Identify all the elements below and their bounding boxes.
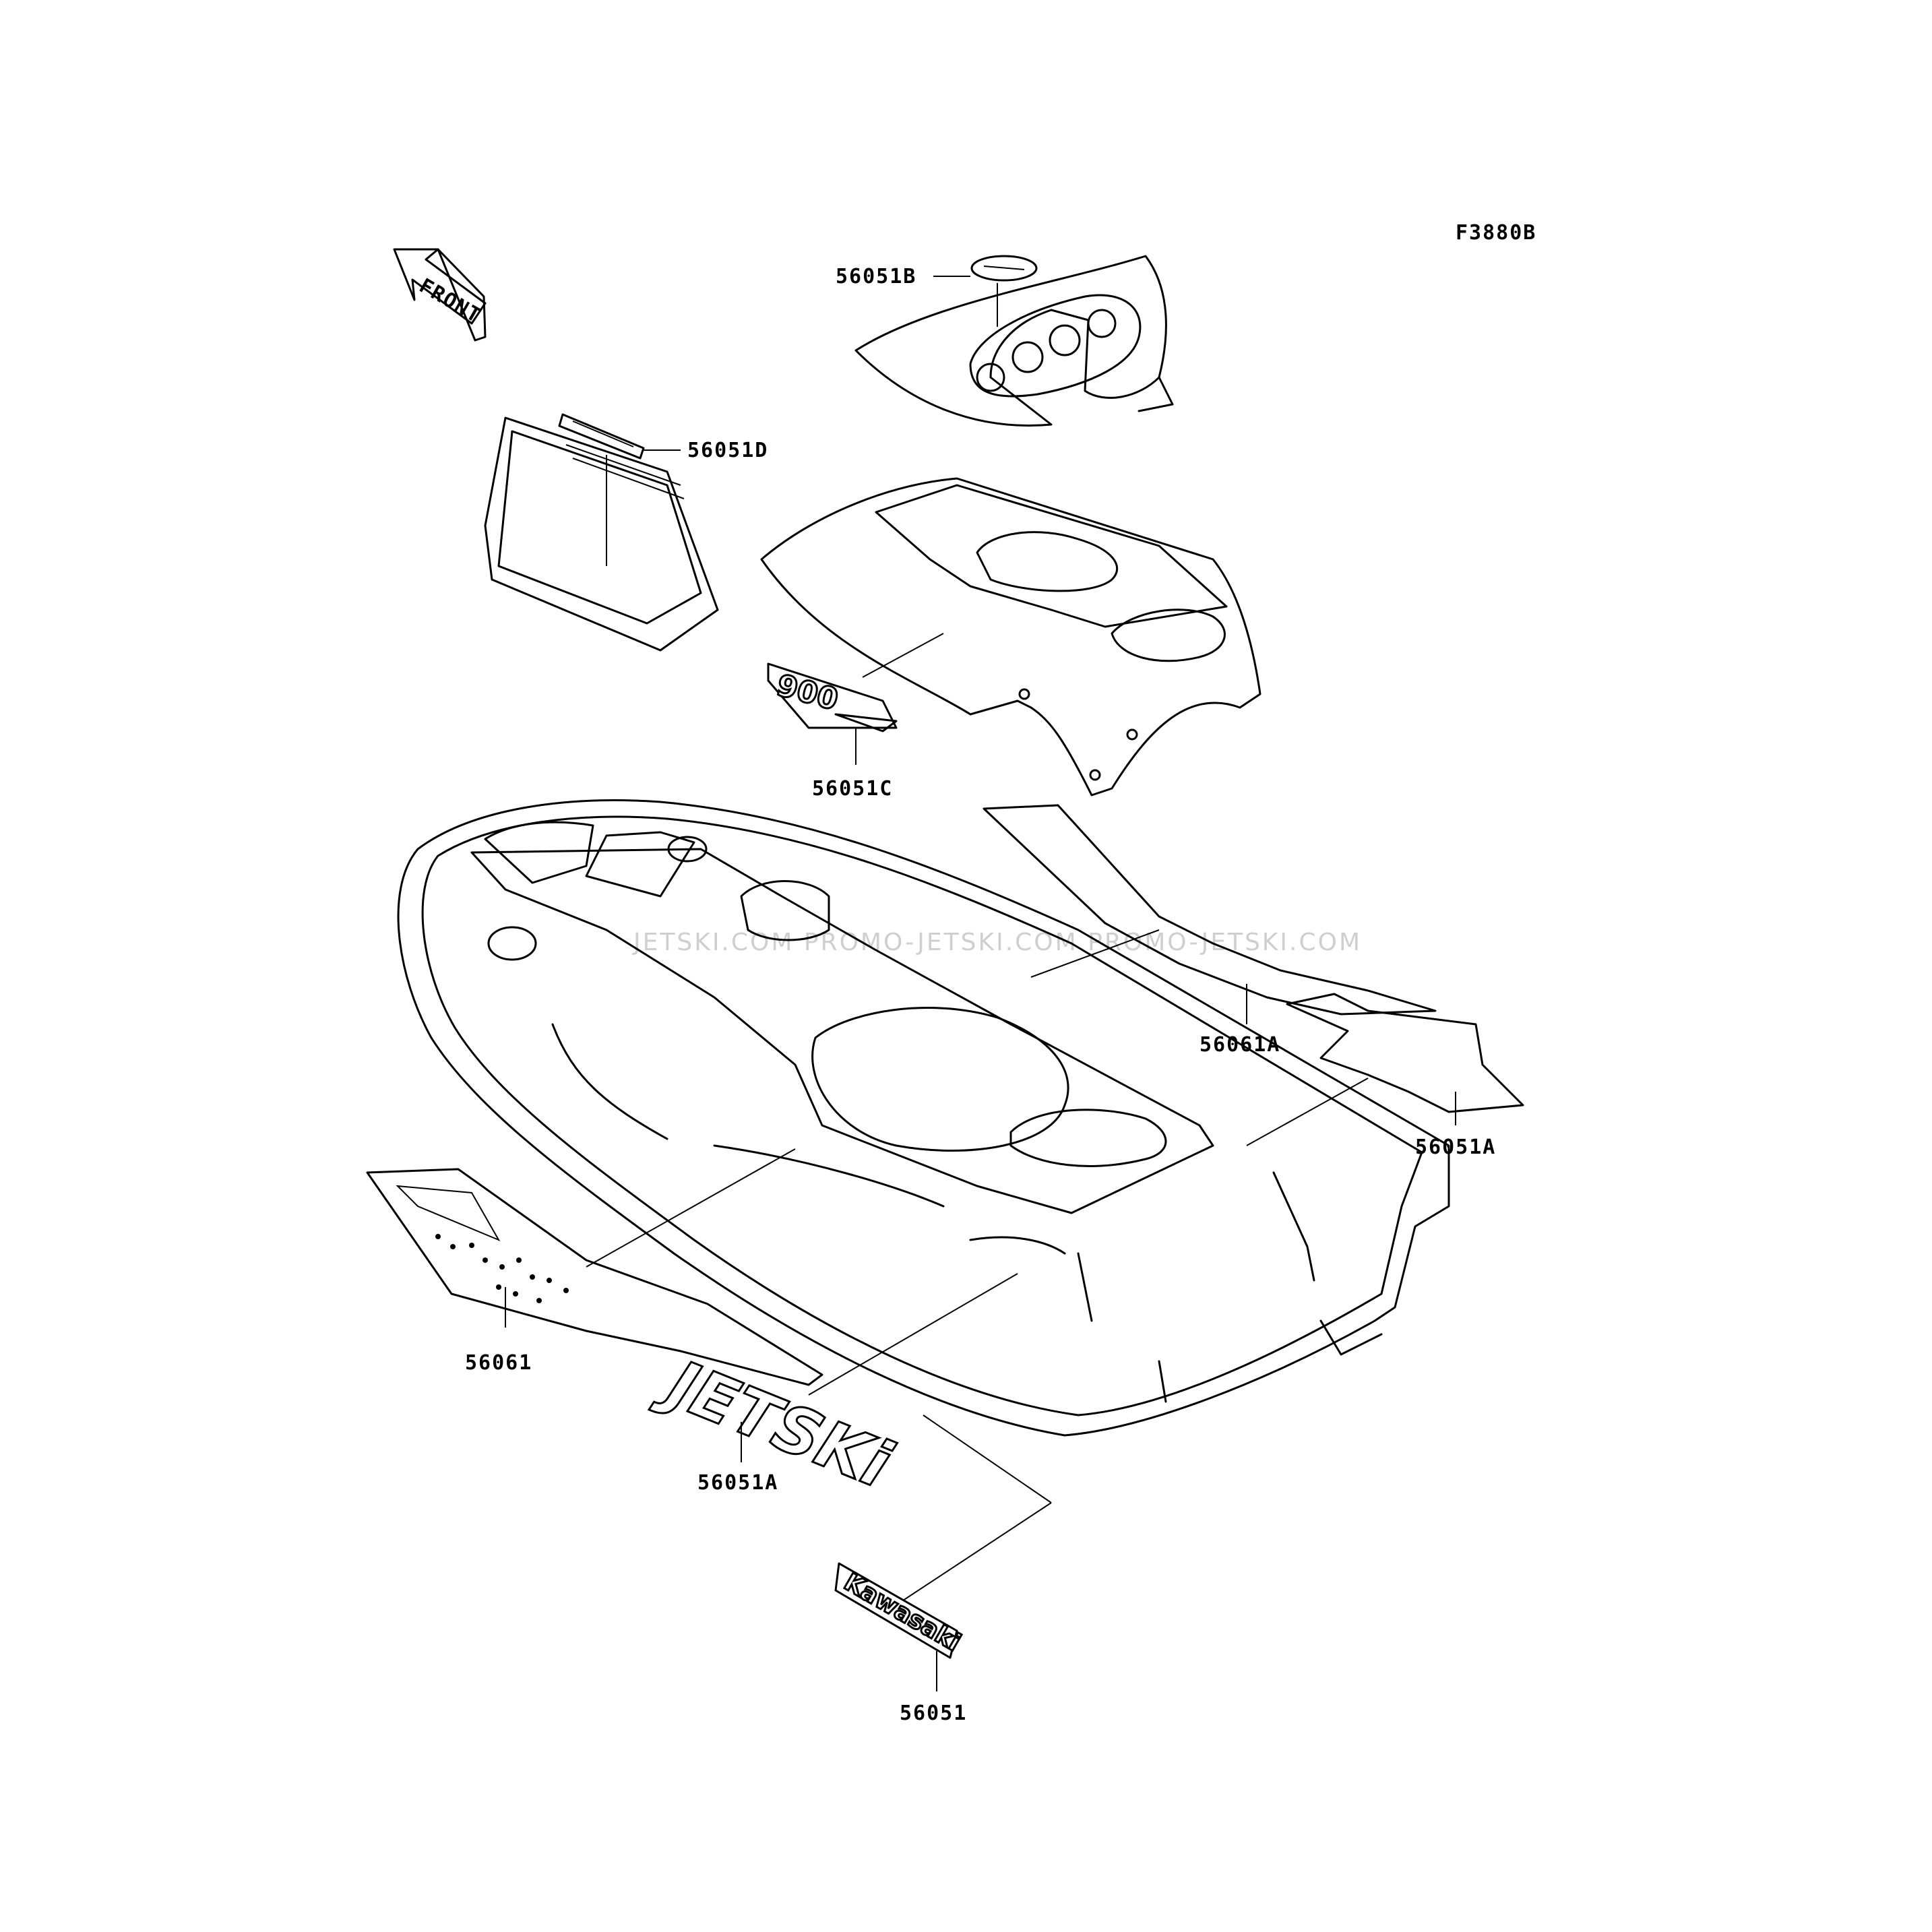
hull-deck [397, 799, 1450, 1437]
label-56051D: 56051D [687, 439, 768, 462]
front-label: FRONT [415, 274, 485, 328]
decal-56051D [558, 413, 645, 460]
label-56051B: 56051B [836, 265, 916, 288]
figure-code: F3880B [1456, 221, 1536, 245]
leader-56051-a [902, 1502, 1052, 1601]
decal-56061A [983, 804, 1437, 1016]
label-56051A-right: 56051A [1415, 1135, 1496, 1159]
decal-56061 [366, 1168, 823, 1386]
dashboard-cover [854, 255, 1174, 427]
decal-900-text: 900 [773, 668, 842, 717]
hatch-cover [760, 477, 1261, 797]
decal-56051C: 900 [767, 662, 898, 733]
label-56051A-bottom: 56051A [697, 1471, 778, 1495]
decal-56051B [970, 255, 1038, 282]
decal-56051A-right [1286, 993, 1524, 1113]
leader-hatch [862, 633, 944, 678]
front-arrow-icon: FRONT [393, 248, 487, 342]
leader-56061A-a [1030, 929, 1160, 978]
leader-56051-b [923, 1414, 1052, 1503]
leader-56061-a [586, 1148, 796, 1268]
engine-cover [484, 416, 719, 652]
watermark: JETSKI.COM PROMO-JETSKI.COM PROMO-JETSKI… [632, 929, 1362, 956]
decal-56051: Kawasaki [834, 1562, 966, 1659]
leader-56051A-bottom-a [808, 1273, 1018, 1396]
decal-kawasaki-text: Kawasaki [840, 1568, 966, 1656]
leader-56051A-right-a [1246, 1078, 1369, 1146]
label-56051C: 56051C [812, 777, 893, 801]
label-56061A: 56061A [1199, 1033, 1280, 1057]
decal-56061-dots [435, 1234, 569, 1303]
label-56051: 56051 [900, 1702, 967, 1725]
label-56061: 56061 [465, 1351, 532, 1375]
